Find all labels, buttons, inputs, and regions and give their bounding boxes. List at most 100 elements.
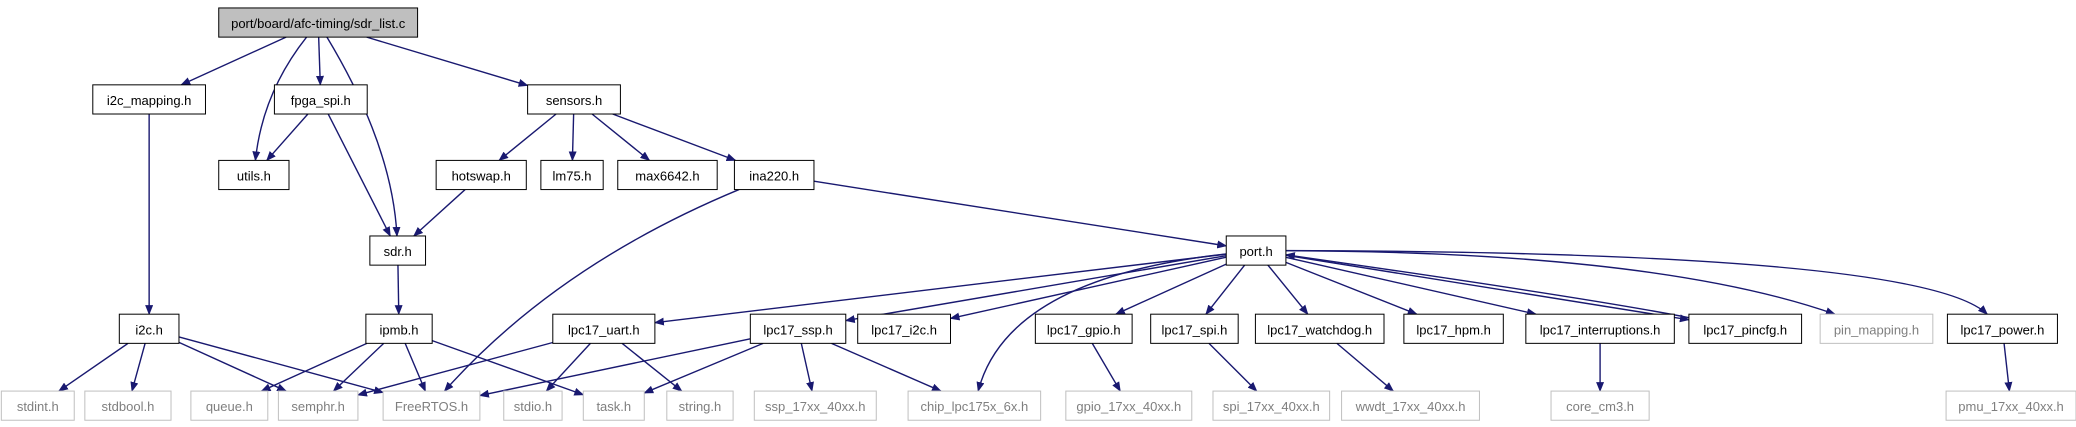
node-label: hotswap.h [452,168,511,183]
node-label: ssp_17xx_40xx.h [765,399,865,414]
node-lpc17-hpm[interactable]: lpc17_hpm.h [1403,313,1504,344]
node-box [1688,313,1803,344]
node-label: port.h [1239,244,1272,259]
node-label: utils.h [237,168,271,183]
edge-root-to-i2c_mapping [180,36,287,86]
node-box [1819,313,1934,344]
edge-port-to-lpc17_interruptions [1285,256,1537,317]
node-lpc17-ssp[interactable]: lpc17_ssp.h [749,313,847,344]
node-label: FreeRTOS.h [395,399,468,414]
edge-ipmb-to-task [431,339,585,396]
node-lpc17-watchdog[interactable]: lpc17_watchdog.h [1254,313,1385,344]
node-box [1034,313,1133,344]
node-hotswap[interactable]: hotswap.h [435,159,527,191]
edge-port-to-lpc17_hpm [1285,261,1418,315]
node-lpc17-gpio[interactable]: lpc17_gpio.h [1034,313,1133,344]
node-ssp-17xx: ssp_17xx_40xx.h [753,390,877,421]
node-port[interactable]: port.h [1225,235,1287,266]
node-box [218,159,290,191]
node-gpio-17xx: gpio_17xx_40xx.h [1065,390,1193,421]
edge-root-to-sdr [326,36,401,237]
node-stdio: stdio.h [503,390,563,421]
node-root[interactable]: port/board/afc-timing/sdr_list.c [218,7,419,38]
edges-layer [58,36,2013,398]
node-label: task.h [596,399,631,414]
edge-ipmb-to-freertos [404,343,426,392]
edge-fpga_spi-to-sdr [327,113,391,237]
node-utils[interactable]: utils.h [218,159,290,191]
node-queue: queue.h [190,390,269,421]
edge-port-to-lpc17_power [1285,249,1988,315]
node-box [273,84,368,115]
node-i2c-mapping[interactable]: i2c_mapping.h [92,84,206,115]
edge-lpc17_ssp-to-task [643,342,764,394]
node-ipmb[interactable]: ipmb.h [365,313,433,344]
node-sensors[interactable]: sensors.h [527,84,621,115]
node-lpc17-i2c[interactable]: lpc17_i2c.h [857,313,952,344]
edge-ina220-to-freertos [443,188,740,392]
edge-lpc17_watchdog-to-wwdt_17xx [1336,342,1395,392]
node-box [582,390,645,421]
edge-i2c-to-stdbool [130,343,146,393]
edge-sensors-to-lm75 [568,113,577,162]
node-ina220[interactable]: ina220.h [733,159,815,191]
node-string: string.h [666,390,734,421]
node-box [527,84,621,115]
node-lpc17-spi[interactable]: lpc17_spi.h [1150,313,1239,344]
edge-hotswap-to-sdr [413,189,466,237]
edge-root-to-utils [252,36,308,162]
node-lpc17-pincfg[interactable]: lpc17_pincfg.h [1688,313,1803,344]
edge-lpc17_uart-to-stdio [545,342,591,392]
node-label: chip_lpc175x_6x.h [921,399,1029,414]
node-sdr[interactable]: sdr.h [369,235,427,266]
node-box [1403,313,1504,344]
node-core-cm3: core_cm3.h [1550,390,1650,421]
edge-lpc17_ssp-to-ssp_17xx [800,343,814,393]
node-label: spi_17xx_40xx.h [1223,399,1320,414]
node-i2c[interactable]: i2c.h [118,313,180,344]
node-wwdt-17xx: wwdt_17xx_40xx.h [1341,390,1480,421]
edge-port-to-chip_lpc175x [976,253,1227,393]
node-spi-17xx: spi_17xx_40xx.h [1212,390,1331,421]
edge-lpc17_power-to-pmu_17xx [2003,343,2013,393]
node-box [503,390,563,421]
node-freertos: FreeRTOS.h [382,390,481,421]
node-box [435,159,527,191]
edge-ipmb-to-semphr [332,342,385,392]
edge-port-to-lpc17_ssp [844,254,1227,324]
node-label: max6642.h [635,168,699,183]
node-lpc17-power[interactable]: lpc17_power.h [1946,313,2058,344]
node-box [552,313,656,344]
node-label: i2c_mapping.h [107,93,192,108]
nodes-layer: port/board/afc-timing/sdr_list.c i2c_mapp… [0,7,2076,421]
node-label: ipmb.h [380,322,419,337]
node-box [753,390,877,421]
node-label: lpc17_ssp.h [763,322,832,337]
edge-port-to-lpc17_uart [653,253,1227,326]
edge-sensors-to-ina220 [612,113,737,162]
node-box [1254,313,1385,344]
node-lm75[interactable]: lm75.h [540,159,604,191]
node-box [540,159,604,191]
node-lpc17-uart[interactable]: lpc17_uart.h [552,313,656,344]
node-semphr: semphr.h [277,390,359,421]
node-task: task.h [582,390,645,421]
node-pin-mapping: pin_mapping.h [1819,313,1934,344]
node-box [92,84,206,115]
edge-sensors-to-max6642 [591,113,651,162]
node-lpc17-interruptions[interactable]: lpc17_interruptions.h [1525,313,1675,344]
node-box [907,390,1042,421]
edge-i2c-to-freertos [178,336,385,394]
node-label: lpc17_spi.h [1162,322,1228,337]
node-fpga-spi[interactable]: fpga_spi.h [273,84,368,115]
node-max6642[interactable]: max6642.h [617,159,718,191]
edge-port-to-lpc17_watchdog [1267,264,1309,315]
node-label: wwdt_17xx_40xx.h [1355,399,1466,414]
node-label: pmu_17xx_40xx.h [1958,399,2064,414]
edge-root-to-fpga_spi [316,37,324,86]
node-box [277,390,359,421]
node-label: lm75.h [553,168,592,183]
edge-ina220-to-port [813,180,1228,249]
node-label: sdr.h [384,244,412,259]
node-label: lpc17_hpm.h [1416,322,1490,337]
